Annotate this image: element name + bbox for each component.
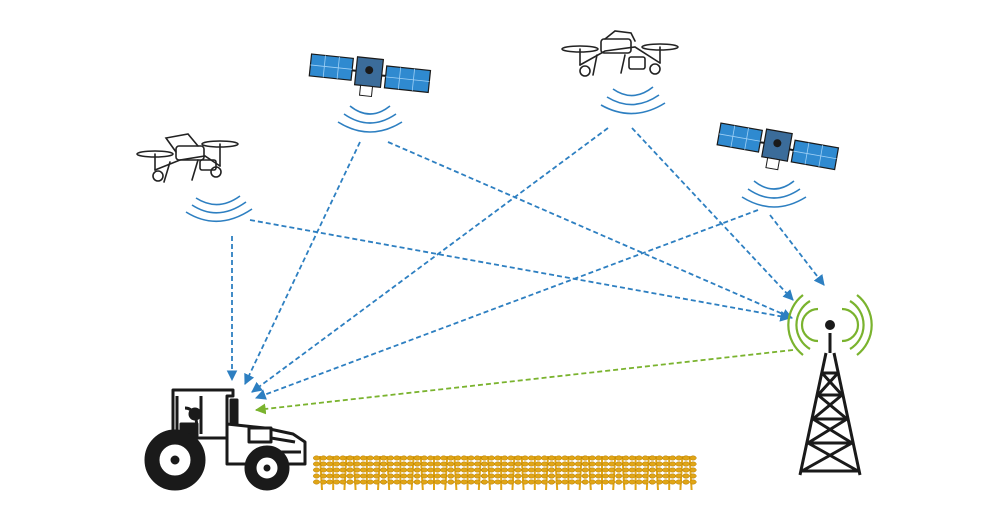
wheat-stalk: [649, 455, 663, 491]
wheat-stalk: [628, 455, 643, 490]
link-tower-to-tractor: [254, 349, 794, 415]
wheat-stalk: [662, 455, 677, 490]
wheat-stalk: [581, 455, 596, 491]
links-layer: [226, 127, 825, 415]
link-drone-2-to-tractor: [251, 127, 609, 393]
wheat-stalk: [473, 455, 488, 491]
signal-waves-icon: [600, 86, 666, 115]
wheat-stalk: [675, 455, 690, 491]
wheat-stalk: [326, 455, 341, 490]
wheat-stalk: [641, 455, 656, 491]
wheat-stalk: [440, 455, 455, 491]
wheat-stalk: [541, 455, 555, 491]
wheat-stalk: [339, 455, 354, 491]
wheat-stalk: [460, 455, 475, 490]
signal-waves-icon: [185, 195, 253, 223]
wheat-stalk: [313, 455, 327, 491]
wheat-stalk: [447, 455, 462, 491]
tower-waves-icon: [787, 294, 873, 356]
wheat-stalk: [373, 455, 387, 491]
satellite-icon: [308, 53, 432, 133]
wheat-stalk: [346, 455, 361, 491]
wheat-stalk: [548, 455, 563, 491]
link-satellite-2-to-tractor: [254, 209, 759, 400]
link-satellite-2-to-tower: [769, 214, 825, 286]
wheat-stalk: [595, 455, 609, 490]
tractor-icon: [144, 388, 307, 491]
rear-wheel: [144, 429, 206, 491]
wheat-stalk: [406, 455, 421, 491]
wheat-stalk: [413, 455, 428, 491]
wheat-stalk: [682, 455, 697, 491]
wheat-stalk: [574, 455, 589, 491]
wheat-field-icon: [313, 455, 697, 491]
link-satellite-1-to-tractor: [244, 141, 361, 385]
wheat-stalk: [359, 455, 374, 490]
drone-icon: [136, 133, 253, 223]
wheat-stalk: [427, 455, 441, 490]
wheat-stalk: [494, 455, 509, 490]
wheat-stalk: [527, 455, 542, 490]
link-satellite-1-to-tower: [387, 141, 793, 320]
link-drone-1-to-tower: [249, 219, 792, 322]
wheat-stalk: [561, 455, 576, 490]
front-wheel: [244, 445, 290, 491]
wheat-stalk: [608, 455, 623, 491]
wheat-stalk: [514, 455, 529, 491]
wheat-stalk: [393, 455, 408, 490]
wheat-stalk: [615, 455, 630, 491]
signal-waves-icon: [337, 105, 403, 133]
wheat-stalk: [507, 455, 522, 491]
link-drone-2-to-tower: [631, 127, 794, 301]
drone-icon: [561, 30, 679, 115]
satellite-icon: [716, 122, 840, 208]
cell-tower-icon: [787, 294, 873, 476]
wheat-stalk: [380, 455, 395, 491]
signal-waves-icon: [741, 180, 807, 208]
wheat-stalk: [481, 455, 495, 491]
